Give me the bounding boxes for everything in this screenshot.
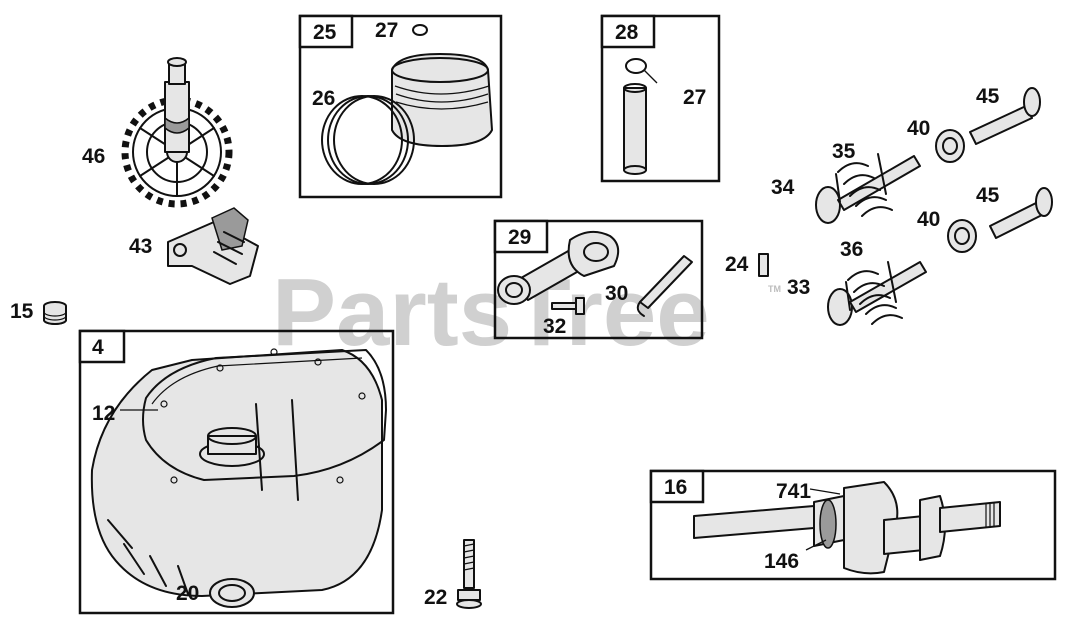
intake-valve-part[interactable]	[815, 155, 921, 224]
label-43: 43	[129, 235, 152, 258]
group-number-28: 28	[615, 21, 639, 44]
label-34: 34	[771, 176, 795, 199]
label-35: 35	[832, 140, 856, 163]
group-number-16: 16	[664, 476, 687, 499]
group-box-28[interactable]: 28	[600, 14, 721, 183]
label-30: 30	[605, 282, 628, 305]
label-33: 33	[787, 276, 810, 299]
tappet-lower-part[interactable]	[989, 187, 1053, 239]
piston-pin-clip-part[interactable]	[412, 24, 428, 36]
group-number-29: 29	[508, 226, 531, 249]
leader-lines	[120, 69, 841, 551]
connecting-rod-part[interactable]	[497, 230, 620, 305]
wrist-pin-clip-part[interactable]	[625, 58, 647, 74]
label-12: 12	[92, 402, 115, 425]
label-741: 741	[776, 480, 811, 503]
oil-seal-part[interactable]	[209, 578, 255, 608]
camshaft-gear-part[interactable]	[121, 57, 233, 208]
crankshaft-part[interactable]	[693, 481, 1001, 575]
group-box-16[interactable]: 16	[649, 469, 1057, 581]
label-32: 32	[543, 315, 566, 338]
governor-bracket-part[interactable]	[167, 207, 259, 285]
label-146: 146	[764, 550, 799, 573]
crank-gear-part[interactable]	[819, 499, 837, 549]
dowel-pin-part[interactable]	[758, 253, 769, 277]
flange-bolt-part[interactable]	[456, 539, 482, 609]
label-45-upper: 45	[976, 85, 1000, 108]
valve-retainer-lower-part[interactable]	[947, 219, 977, 253]
label-36: 36	[840, 238, 863, 261]
exhaust-valve-spring-part[interactable]	[845, 261, 903, 325]
label-40-lower: 40	[917, 208, 940, 231]
piston-part[interactable]	[391, 53, 493, 147]
part-number-labels: 46 43 15 12 20 22 27 26 27 32 30 24 33 3…	[10, 19, 1000, 609]
label-27-pin: 27	[683, 86, 706, 109]
group-number-25: 25	[313, 21, 337, 44]
valve-retainer-upper-part[interactable]	[935, 129, 965, 163]
group-box-4[interactable]: 4	[78, 329, 395, 615]
label-26: 26	[312, 87, 335, 110]
label-22: 22	[424, 586, 447, 609]
piston-rings-part[interactable]	[321, 95, 415, 185]
drain-plug-part[interactable]	[43, 301, 67, 325]
crankcase-sump-part[interactable]	[90, 348, 387, 597]
label-27-piston: 27	[375, 19, 398, 42]
watermark-text: PartsTree	[272, 259, 710, 366]
group-box-25[interactable]: 25	[298, 14, 503, 199]
group-box-29[interactable]: 29	[493, 219, 704, 340]
label-45-lower: 45	[976, 184, 1000, 207]
wrist-pin-part[interactable]	[623, 83, 647, 175]
watermark-trademark: TM	[768, 284, 781, 294]
rod-bolt-part[interactable]	[551, 297, 585, 315]
label-15: 15	[10, 300, 34, 323]
label-24: 24	[725, 253, 749, 276]
label-46: 46	[82, 145, 105, 168]
oil-dipper-part[interactable]	[636, 255, 693, 317]
label-40-upper: 40	[907, 117, 930, 140]
tappet-upper-part[interactable]	[969, 87, 1041, 145]
label-20: 20	[176, 582, 199, 605]
group-number-4: 4	[92, 336, 104, 359]
intake-valve-spring-part[interactable]	[835, 153, 893, 217]
exhaust-valve-part[interactable]	[827, 261, 927, 326]
